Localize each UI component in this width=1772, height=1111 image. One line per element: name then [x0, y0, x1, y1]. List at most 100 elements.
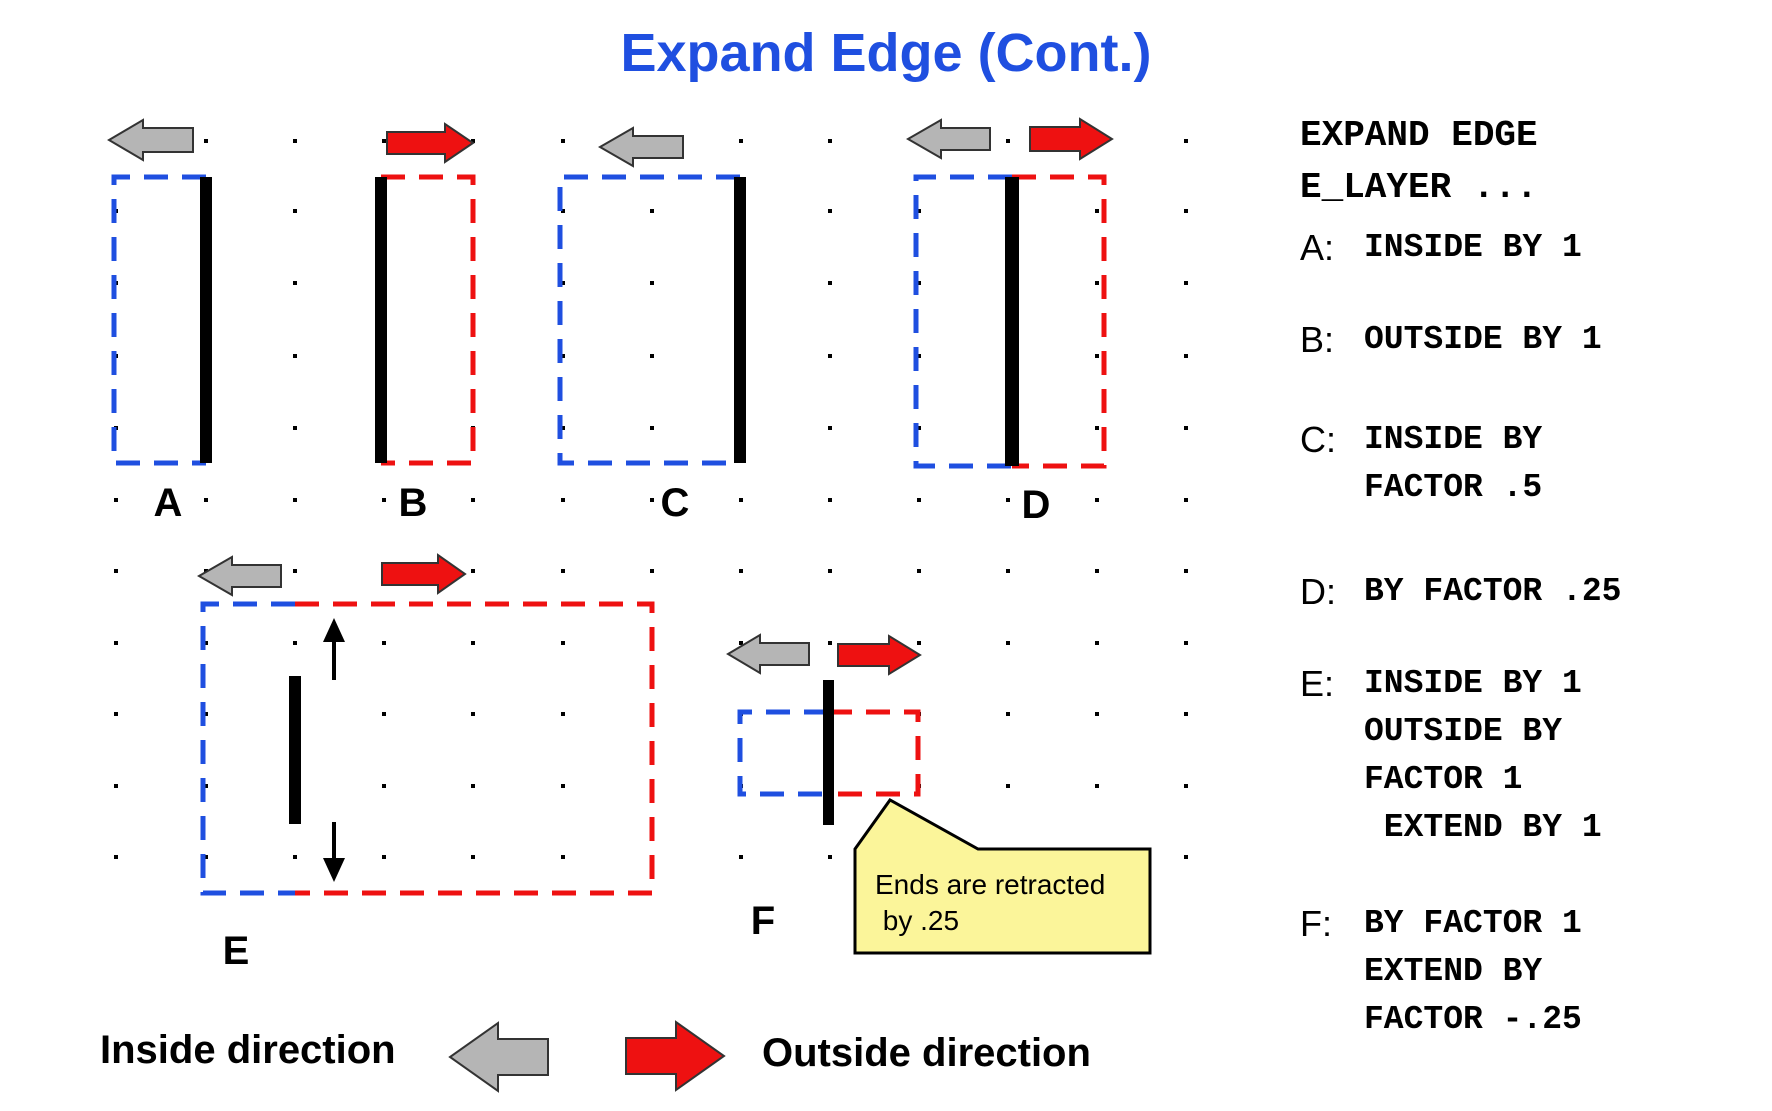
option-e-line-4: EXTEND BY 1: [1364, 809, 1602, 846]
grid-dot: [650, 209, 654, 213]
grid-dot: [1095, 641, 1099, 645]
grid-dot: [561, 281, 565, 285]
grid-dot: [1006, 498, 1010, 502]
grid-dot: [382, 139, 386, 143]
grid-dot: [114, 569, 118, 573]
option-b-line-1: OUTSIDE BY 1: [1364, 321, 1602, 358]
grid-dot: [561, 569, 565, 573]
option-d-line-1: BY FACTOR .25: [1364, 573, 1622, 610]
grid-dot: [293, 498, 297, 502]
option-c: C: INSIDE BY FACTOR .5: [1300, 416, 1760, 512]
grid-dot: [828, 281, 832, 285]
option-a-tag: A:: [1300, 227, 1335, 268]
option-d-tag: D:: [1300, 571, 1336, 612]
grid-dot: [204, 855, 208, 859]
option-e-line-3: FACTOR 1: [1364, 761, 1523, 798]
diagram-c-inside-region: [557, 174, 740, 466]
diagram-d-edge: [1005, 177, 1019, 466]
diagram-a-label: A: [154, 481, 183, 525]
legend-outside-arrow: [625, 1020, 726, 1092]
grid-dot: [382, 855, 386, 859]
grid-dot: [293, 209, 297, 213]
grid-dot: [1095, 569, 1099, 573]
diagram-d-outside-arrow: [1029, 117, 1114, 161]
grid-dot: [1184, 281, 1188, 285]
option-a-line-1: INSIDE BY 1: [1364, 229, 1582, 266]
grid-dot: [1184, 354, 1188, 358]
diagram-b-label: B: [399, 481, 428, 525]
diagram-c-label: C: [661, 481, 690, 525]
grid-dot: [1184, 569, 1188, 573]
grid-dot: [561, 498, 565, 502]
callout-line-1: Ends are retracted: [875, 869, 1105, 900]
grid-dot: [204, 498, 208, 502]
option-e-line-2: OUTSIDE BY: [1364, 713, 1563, 750]
grid-dot: [471, 712, 475, 716]
grid-dot: [828, 426, 832, 430]
diagram-f-edge: [823, 680, 834, 825]
grid-dot: [293, 281, 297, 285]
grid-dot: [1095, 426, 1099, 430]
grid-dot: [1095, 712, 1099, 716]
grid-dot: [739, 139, 743, 143]
grid-dot: [561, 426, 565, 430]
grid-dot: [650, 569, 654, 573]
grid-dot: [1184, 426, 1188, 430]
option-e: E: INSIDE BY 1 OUTSIDE BY FACTOR 1 EXTEN…: [1300, 660, 1760, 852]
grid-dot: [1184, 139, 1188, 143]
grid-dot: [204, 641, 208, 645]
grid-dot: [917, 281, 921, 285]
grid-dot: [828, 569, 832, 573]
grid-dot: [828, 354, 832, 358]
grid-dot: [204, 712, 208, 716]
grid-dot: [739, 641, 743, 645]
option-f-line-3: FACTOR -.25: [1364, 1001, 1582, 1038]
grid-dot: [1006, 784, 1010, 788]
diagram-e-extend-up-arrow: [323, 618, 345, 680]
grid-dot: [561, 209, 565, 213]
option-f-line-2: EXTEND BY: [1364, 953, 1543, 990]
command-header-line-2: E_LAYER ...: [1300, 167, 1538, 208]
grid-dot: [293, 354, 297, 358]
option-c-line-2: FACTOR .5: [1364, 469, 1543, 506]
grid-dot: [114, 784, 118, 788]
diagram-e-outside-arrow: [381, 553, 467, 595]
retraction-callout: Ends are retracted by .25: [853, 798, 1152, 955]
grid-dot: [471, 855, 475, 859]
grid-dot: [471, 784, 475, 788]
grid-dot: [917, 354, 921, 358]
grid-dot: [828, 641, 832, 645]
diagram-d-outside-region: [1012, 174, 1107, 469]
option-c-line-1: INSIDE BY: [1364, 421, 1543, 458]
grid-dot: [1184, 784, 1188, 788]
grid-dot: [561, 641, 565, 645]
option-d: D: BY FACTOR .25: [1300, 568, 1760, 616]
grid-dot: [114, 712, 118, 716]
diagram-e-inside-arrow: [196, 555, 282, 597]
diagram-a-inside-region: [111, 174, 206, 466]
diagram-c-inside-arrow: [597, 126, 684, 168]
diagram-f-outside-region: [828, 709, 921, 797]
option-e-line-1: INSIDE BY 1: [1364, 665, 1582, 702]
grid-dot: [828, 855, 832, 859]
diagram-d-label: D: [1022, 483, 1051, 527]
grid-dot: [828, 209, 832, 213]
grid-dot: [382, 712, 386, 716]
grid-dot: [650, 498, 654, 502]
grid-dot: [828, 139, 832, 143]
diagram-f-inside-region: [737, 709, 828, 797]
grid-dot: [1184, 855, 1188, 859]
diagram-a-inside-arrow: [107, 118, 194, 162]
grid-dot: [114, 641, 118, 645]
diagram-e-extend-down-arrow: [323, 822, 345, 882]
option-f: F: BY FACTOR 1 EXTEND BY FACTOR -.25: [1300, 900, 1760, 1044]
page-title: Expand Edge (Cont.): [620, 23, 1152, 83]
grid-dot: [650, 281, 654, 285]
grid-dot: [1006, 712, 1010, 716]
grid-dot: [650, 426, 654, 430]
grid-dot: [204, 139, 208, 143]
option-b: B: OUTSIDE BY 1: [1300, 316, 1760, 364]
grid-dot: [1184, 641, 1188, 645]
diagram-d-inside-arrow: [905, 118, 991, 160]
grid-dot: [650, 354, 654, 358]
